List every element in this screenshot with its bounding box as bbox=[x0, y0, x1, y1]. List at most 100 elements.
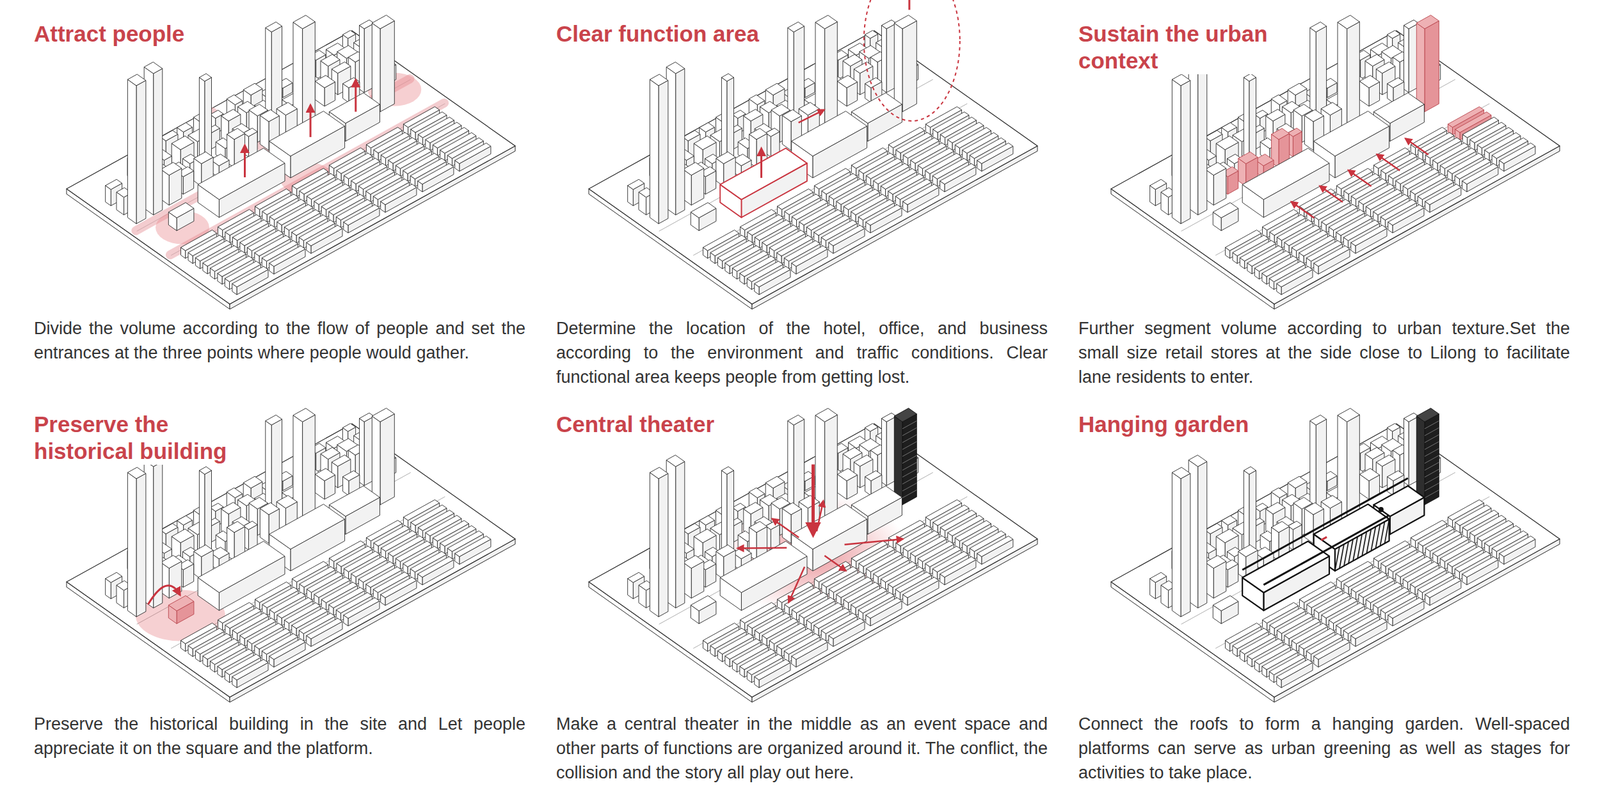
building-roof bbox=[1416, 15, 1439, 29]
building-roof bbox=[343, 597, 380, 619]
road-edge bbox=[170, 496, 445, 649]
building-block bbox=[380, 577, 417, 606]
building-roof bbox=[787, 21, 805, 32]
building-roof bbox=[243, 520, 258, 530]
building-roof bbox=[720, 148, 808, 200]
red-arrow bbox=[1291, 201, 1315, 218]
building-roof bbox=[782, 109, 802, 122]
building-block bbox=[417, 556, 454, 585]
building-block bbox=[1416, 15, 1439, 112]
site-axonometric bbox=[66, 15, 516, 310]
building-block bbox=[837, 468, 857, 500]
building-roof bbox=[342, 30, 356, 40]
building-roof bbox=[160, 162, 182, 176]
building-roof bbox=[127, 74, 146, 86]
building-roof bbox=[259, 502, 280, 515]
building-block bbox=[380, 184, 417, 213]
building-roof bbox=[320, 447, 340, 460]
building-roof bbox=[199, 73, 212, 82]
building-roof bbox=[1271, 94, 1288, 105]
building-roof bbox=[842, 54, 863, 67]
red-arrow bbox=[309, 104, 312, 137]
building-side bbox=[359, 418, 365, 486]
building-roof bbox=[765, 128, 780, 137]
building-roof bbox=[853, 455, 873, 467]
building-block bbox=[894, 15, 917, 112]
building-side bbox=[1180, 80, 1191, 224]
building-roof bbox=[168, 595, 194, 612]
building-side bbox=[380, 21, 395, 112]
building-block bbox=[1188, 62, 1208, 216]
building-roof bbox=[171, 528, 194, 543]
site-plate bbox=[66, 423, 516, 697]
building-roof bbox=[1320, 102, 1342, 116]
building-side bbox=[1347, 21, 1360, 133]
building-roof bbox=[269, 245, 306, 267]
building-block bbox=[791, 245, 828, 274]
building-side bbox=[127, 79, 137, 224]
building-roof bbox=[837, 468, 857, 482]
site-plate bbox=[588, 30, 1038, 304]
building-block bbox=[1359, 75, 1380, 107]
building-roof bbox=[342, 423, 356, 432]
building-roof bbox=[894, 15, 917, 29]
building-block bbox=[232, 659, 269, 688]
building-roof bbox=[977, 142, 1014, 164]
building-roof bbox=[259, 109, 280, 122]
building-roof bbox=[105, 179, 123, 190]
building-block bbox=[314, 468, 335, 500]
building-roof bbox=[853, 62, 873, 74]
building-roof bbox=[105, 572, 123, 583]
road-edge bbox=[693, 103, 968, 256]
building-roof bbox=[227, 521, 246, 533]
site-plate bbox=[66, 30, 516, 304]
building-roof bbox=[666, 62, 685, 74]
building-roof bbox=[160, 523, 178, 534]
building-side bbox=[302, 414, 316, 526]
building-roof bbox=[328, 92, 380, 124]
building-block bbox=[269, 638, 306, 667]
building-roof bbox=[199, 466, 212, 475]
building-block bbox=[455, 535, 491, 564]
building-block bbox=[314, 75, 335, 107]
building-roof bbox=[865, 77, 882, 88]
building-roof bbox=[837, 75, 857, 89]
building-side bbox=[1416, 23, 1425, 112]
building-roof bbox=[1365, 54, 1385, 67]
building-side bbox=[902, 414, 917, 505]
building-roof bbox=[328, 485, 380, 517]
building-roof bbox=[276, 495, 297, 509]
building-roof bbox=[221, 109, 241, 121]
building-roof bbox=[1243, 73, 1256, 82]
building-roof bbox=[343, 204, 380, 226]
building-roof bbox=[748, 94, 765, 105]
red-arrow bbox=[243, 145, 246, 178]
building-roof bbox=[1304, 109, 1324, 122]
building-roof bbox=[160, 555, 182, 569]
building-roof bbox=[243, 83, 263, 95]
building-roof bbox=[1265, 109, 1286, 121]
function-zone-outline bbox=[864, 0, 960, 121]
building-block bbox=[343, 597, 380, 626]
building-roof bbox=[197, 541, 285, 593]
building-roof bbox=[1238, 151, 1258, 164]
building-roof bbox=[1242, 148, 1330, 200]
building-side bbox=[894, 23, 903, 112]
building-roof bbox=[1310, 21, 1327, 32]
building-roof bbox=[1150, 179, 1167, 190]
building-roof bbox=[649, 74, 669, 86]
red-arrow bbox=[1348, 170, 1372, 187]
building-block bbox=[666, 62, 685, 216]
building-roof bbox=[314, 468, 335, 482]
red-arrow bbox=[1405, 138, 1429, 155]
building-side bbox=[380, 414, 395, 505]
building-roof bbox=[627, 179, 645, 190]
building-side bbox=[881, 25, 888, 93]
red-arrow bbox=[147, 585, 180, 605]
building-roof bbox=[1351, 225, 1387, 246]
building-block bbox=[232, 266, 269, 295]
building-block bbox=[371, 408, 395, 505]
building-roof bbox=[331, 62, 351, 74]
building-roof bbox=[293, 408, 315, 422]
